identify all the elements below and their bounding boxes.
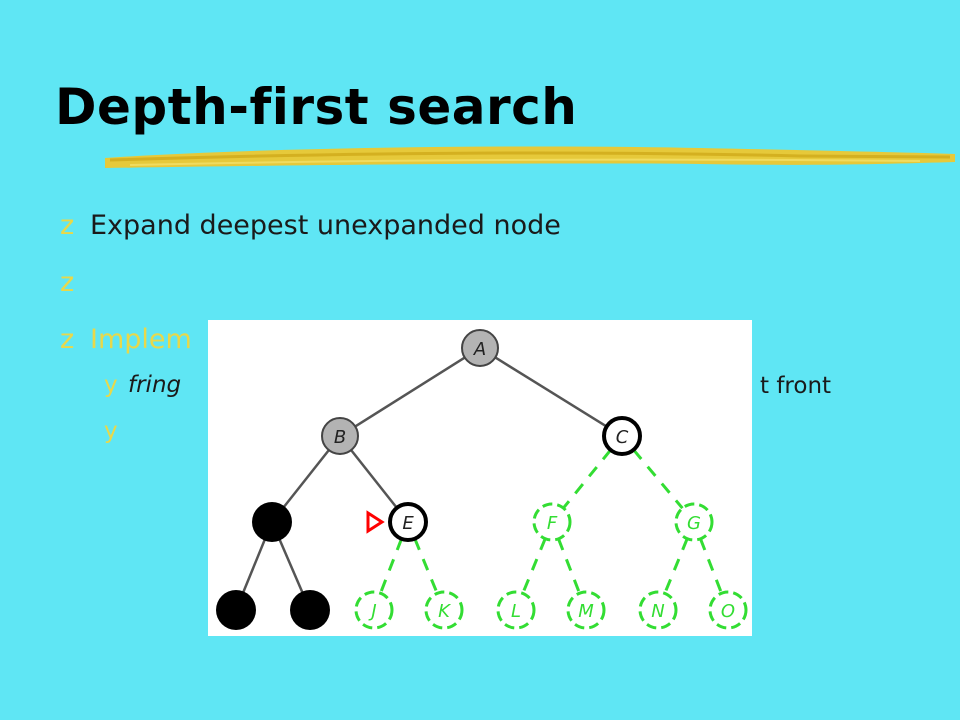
tree-node-O: O (708, 590, 748, 630)
edge-F-L (521, 538, 547, 594)
node-label-G: G (687, 513, 701, 534)
sub-bullet-text: fring (128, 372, 182, 398)
tree-node-M: M (566, 590, 606, 630)
node-label-J: J (368, 601, 376, 622)
title-underline (105, 146, 955, 168)
edge-A-B (354, 356, 466, 428)
slide-title: Depth-first search (55, 78, 578, 136)
tree-node-J: J (354, 590, 394, 630)
edge-B-E (350, 449, 398, 509)
tree-node-N: N (638, 590, 678, 630)
edge-C-F (562, 449, 612, 509)
node-label-B: B (334, 427, 346, 448)
node-label-K: K (438, 601, 451, 622)
tree-node-G: G (674, 502, 714, 542)
bullet-text: Implem (90, 324, 192, 355)
tree-node-C: C (602, 416, 642, 456)
bullet-text: Expand deepest unexpanded node (90, 210, 561, 241)
tree-node-K: K (424, 590, 464, 630)
node-label-E: E (402, 513, 414, 534)
tree-node-I (290, 590, 330, 630)
node-label-N: N (651, 601, 664, 622)
node-label-C: C (616, 427, 629, 448)
partial-text-right: t front (760, 373, 832, 399)
node-label-F: F (547, 513, 558, 534)
tree-node-A: A (461, 329, 499, 367)
sub-bullet-1: y fring (104, 372, 181, 398)
bullet-3: z Implem (60, 324, 192, 355)
edge-D-H (241, 538, 267, 594)
tree-node-F: F (532, 502, 572, 542)
tree-node-B: B (321, 417, 359, 455)
tree-node-E: E (388, 502, 428, 542)
node-label-A: A (473, 339, 486, 360)
edge-C-G (632, 448, 684, 510)
bullet-marker: z (60, 267, 75, 298)
node-label-L: L (511, 601, 521, 622)
node-label-M: M (578, 601, 594, 622)
bullet-2: z (60, 267, 90, 298)
edge-E-J (379, 538, 403, 594)
tree-node-H (216, 590, 256, 630)
tree-node-L: L (496, 590, 536, 630)
edge-G-O (699, 538, 723, 594)
sub-bullet-marker: y (104, 418, 118, 444)
edge-A-C (494, 356, 608, 428)
bullet-1: z Expand deepest unexpanded node (60, 210, 561, 241)
sub-bullet-2: y (104, 418, 128, 444)
current-node-marker (366, 510, 385, 534)
edge-B-D (282, 449, 330, 509)
bullet-marker: z (60, 210, 75, 241)
edge-G-N (663, 538, 689, 594)
sub-bullet-marker: y (104, 372, 118, 398)
edge-F-M (557, 538, 581, 594)
node-label-O: O (721, 601, 735, 622)
search-tree-diagram: A B C E F G J K L M N O (216, 329, 748, 630)
edge-E-K (413, 538, 439, 594)
search-tree-image: A B C E F G J K L M N O (208, 320, 752, 636)
bullet-marker: z (60, 324, 75, 355)
edge-D-I (277, 538, 305, 594)
tree-node-D (252, 502, 292, 542)
